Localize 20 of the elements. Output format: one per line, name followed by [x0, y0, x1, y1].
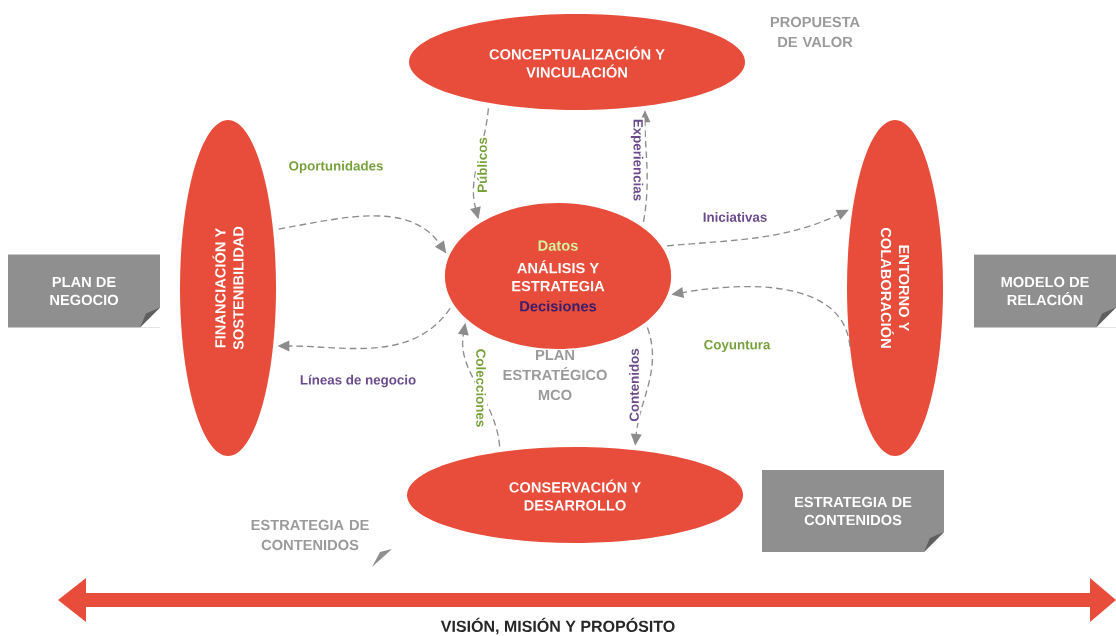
edge-label: Iniciativas	[701, 210, 769, 224]
axis-title: VISIÓN, MISIÓN Y PROPÓSITO	[440, 617, 675, 635]
edge-label: Públicos	[475, 135, 489, 195]
edge-label: Experiencias	[629, 117, 645, 203]
note-box: ESTRATEGIA DE CONTENIDOS	[762, 470, 944, 552]
ellipse-node: CONCEPTUALIZACIÓN Y VINCULACIÓN	[409, 14, 745, 110]
edge-label: Oportunidades	[287, 159, 385, 175]
note-box: MODELO DE RELACIÓN	[974, 254, 1116, 328]
ellipse-node: FINANCIACIÓN Y SOSTENIBILIDAD	[180, 120, 276, 456]
note-text: ESTRATEGIA DE CONTENIDOS	[251, 519, 369, 551]
note-text: PROPUESTA DE VALOR	[770, 16, 860, 48]
note-box: PLAN DE NEGOCIO	[8, 254, 160, 328]
ellipse-node: ENTORNO Y COLABORACIÓN	[847, 120, 943, 456]
ellipse-node: Datos ANÁLISIS Y ESTRATEGIA Decisiones	[444, 203, 672, 349]
arrow	[666, 209, 849, 247]
edge-label: Contenidos	[627, 347, 641, 423]
edge-label: Líneas de negocio	[298, 373, 418, 389]
edge-label: Coyuntura	[702, 338, 772, 354]
edge-label: Colecciones	[474, 347, 488, 429]
ellipse-node: CONSERVACIÓN Y DESARROLLO	[407, 447, 743, 543]
